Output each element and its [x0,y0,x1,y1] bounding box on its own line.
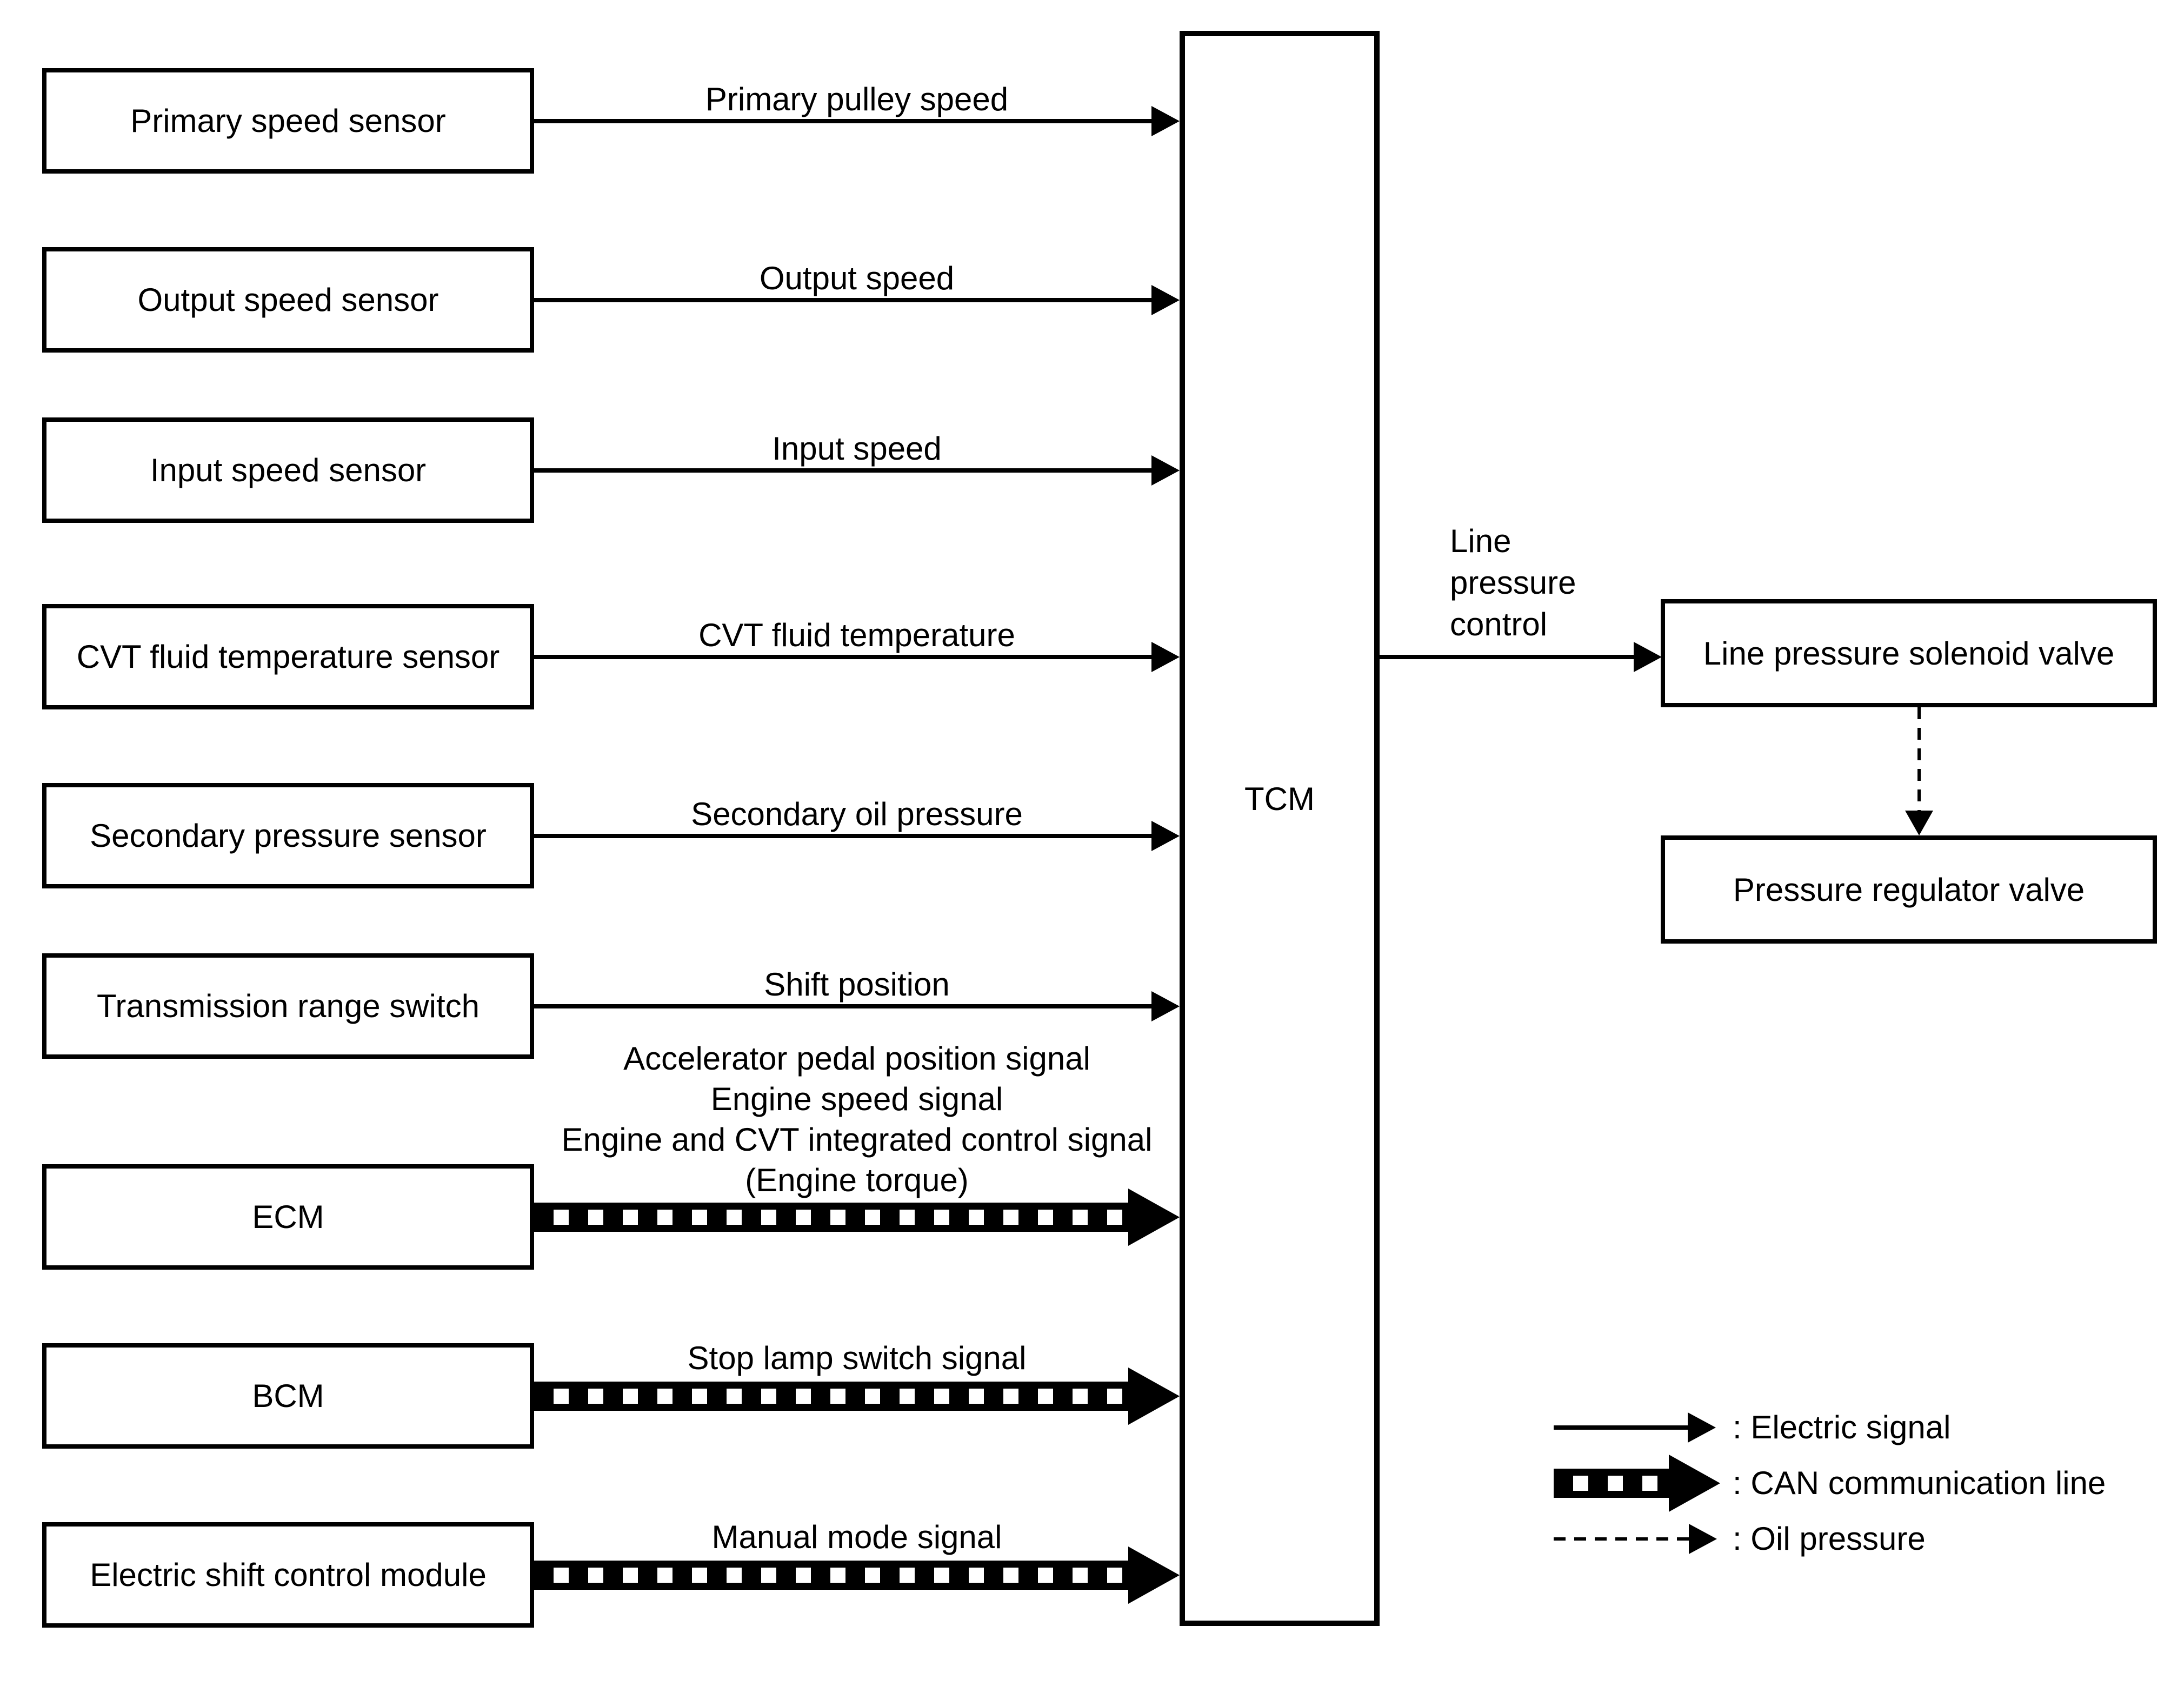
legend-oil-arrow-line [1554,1537,1690,1541]
electric-arrow-line [534,834,1153,838]
source-box-bcm: BCM [42,1343,534,1449]
source-box-label: Primary speed sensor [130,103,446,139]
signal-label-output-speed: Output speed [759,260,955,296]
electric-arrowhead-icon [1151,285,1180,315]
signal-label-engine-speed: Engine speed signal [710,1081,1003,1117]
electric-arrowhead-icon [1151,455,1180,486]
source-box-label: BCM [252,1378,324,1414]
legend-electric-arrowhead-icon [1688,1412,1716,1443]
source-box-electric-shift-control-module: Electric shift control module [42,1522,534,1628]
signal-label-engine-cvt-integrated-control: Engine and CVT integrated control signal [561,1121,1153,1158]
signal-label-input-speed: Input speed [772,430,942,467]
source-box-input-speed-sensor: Input speed sensor [42,417,534,523]
legend-label-can-communication-line: : CAN communication line [1733,1465,2106,1501]
legend-label-electric-signal: : Electric signal [1733,1409,1951,1445]
can-arrow-line [534,1382,1129,1411]
signal-label-cvt-fluid-temperature: CVT fluid temperature [698,617,1015,653]
signal-label-stop-lamp-switch: Stop lamp switch signal [687,1340,1027,1376]
signal-label-manual-mode: Manual mode signal [711,1519,1002,1555]
line-pressure-control-line1: Line [1450,523,1512,559]
source-box-ecm: ECM [42,1164,534,1270]
electric-arrow-line [534,298,1153,302]
can-arrow-line [534,1203,1129,1232]
signal-label-accelerator-pedal-position: Accelerator pedal position signal [623,1040,1090,1077]
electric-arrow-line [534,655,1153,659]
electric-arrowhead-icon [1151,991,1180,1021]
line-pressure-control-label: Line pressure control [1450,520,1576,645]
signal-label-engine-torque: (Engine torque) [745,1162,969,1198]
legend-can-arrowhead-icon [1669,1455,1720,1512]
source-box-label: Electric shift control module [90,1557,487,1593]
source-box-secondary-pressure-sensor: Secondary pressure sensor [42,783,534,888]
source-box-primary-speed-sensor: Primary speed sensor [42,68,534,174]
valve-box-label: Line pressure solenoid valve [1703,635,2115,672]
oil-pressure-arrow-line [1917,707,1921,812]
source-box-label: CVT fluid temperature sensor [76,639,500,675]
can-arrow-line [534,1561,1129,1590]
oil-pressure-arrowhead-icon [1905,811,1933,835]
source-box-output-speed-sensor: Output speed sensor [42,247,534,353]
source-box-label: Input speed sensor [150,452,427,488]
electric-arrow-line [534,1004,1153,1008]
electric-arrowhead-icon [1634,642,1662,672]
source-box-label: Transmission range switch [96,988,480,1024]
source-box-label: ECM [252,1199,324,1235]
can-arrowhead-icon [1128,1368,1180,1425]
pressure-regulator-valve-box: Pressure regulator valve [1661,835,2157,944]
electric-arrowhead-icon [1151,642,1180,672]
source-box-cvt-fluid-temperature-sensor: CVT fluid temperature sensor [42,604,534,709]
can-arrowhead-icon [1128,1547,1180,1604]
legend-label-oil-pressure: : Oil pressure [1733,1521,1926,1557]
electric-arrowhead-icon [1151,106,1180,136]
electric-arrow-line [534,119,1153,123]
ecm-can-signals-label: Accelerator pedal position signal Engine… [534,1038,1180,1200]
electric-arrow-line [1380,655,1634,659]
tcm-box: TCM [1180,31,1380,1626]
legend-oil-arrowhead-icon [1689,1524,1717,1554]
line-pressure-solenoid-valve-box: Line pressure solenoid valve [1661,599,2157,707]
source-box-label: Secondary pressure sensor [90,818,487,854]
source-box-transmission-range-switch: Transmission range switch [42,953,534,1059]
legend-can-arrow-line [1554,1469,1670,1498]
source-box-label: Output speed sensor [137,282,439,318]
can-arrowhead-icon [1128,1189,1180,1246]
valve-box-label: Pressure regulator valve [1733,871,2085,908]
line-pressure-control-line2: pressure [1450,565,1576,601]
signal-label-primary-pulley-speed: Primary pulley speed [705,81,1009,117]
tcm-box-label: TCM [1244,780,1315,817]
line-pressure-control-line3: control [1450,606,1548,642]
signal-label-shift-position: Shift position [764,966,950,1003]
electric-arrowhead-icon [1151,821,1180,851]
legend-electric-arrow-line [1554,1425,1689,1430]
electric-arrow-line [534,468,1153,473]
signal-label-secondary-oil-pressure: Secondary oil pressure [691,796,1023,832]
